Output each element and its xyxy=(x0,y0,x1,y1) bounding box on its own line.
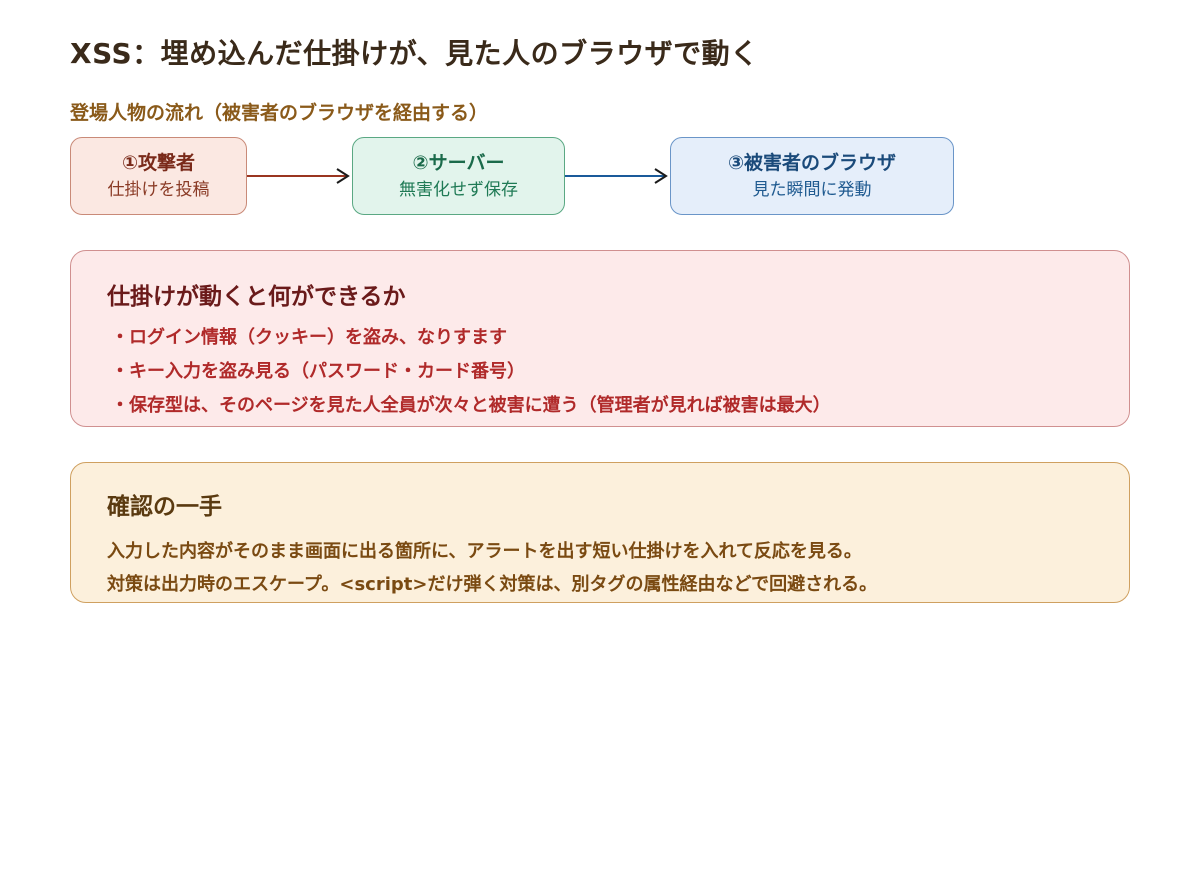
bullet: ・ xyxy=(111,395,129,416)
server-node-sub: 無害化せず保存 xyxy=(399,180,518,200)
tip-line: 入力した内容がそのまま画面に出る箇所に、アラートを出す短い仕掛けを入れて反応を見… xyxy=(107,541,862,562)
tip-line: 対策は出力時のエスケープ。<script>だけ弾く対策は、別タグの属性経由などで… xyxy=(107,574,878,595)
victim-browser-node: ③被害者のブラウザ 見た瞬間に発動 xyxy=(670,137,954,215)
list-item: ・ログイン情報（クッキー）を盗み、なりすます xyxy=(111,321,831,355)
list-item: ・キー入力を盗み見る（パスワード・カード番号） xyxy=(111,355,831,389)
attacker-node-title: ①攻撃者 xyxy=(121,152,196,174)
tip-heading: 確認の一手 xyxy=(107,494,222,520)
bullet: ・ xyxy=(111,361,129,382)
server-node: ②サーバー 無害化せず保存 xyxy=(352,137,565,215)
impact-item-text: 保存型は、そのページを見た人全員が次々と被害に遭う（管理者が見れば被害は最大） xyxy=(129,395,831,416)
list-item: ・保存型は、そのページを見た人全員が次々と被害に遭う（管理者が見れば被害は最大） xyxy=(111,389,831,423)
impact-heading: 仕掛けが動くと何ができるか xyxy=(107,284,406,310)
tip-panel: 確認の一手 入力した内容がそのまま画面に出る箇所に、アラートを出す短い仕掛けを入… xyxy=(70,462,1130,603)
arrow-server-to-victim xyxy=(565,168,668,184)
victim-browser-node-sub: 見た瞬間に発動 xyxy=(752,180,872,200)
impact-item-text: ログイン情報（クッキー）を盗み、なりすます xyxy=(129,327,507,348)
impact-list: ・ログイン情報（クッキー）を盗み、なりすます ・キー入力を盗み見る（パスワード・… xyxy=(111,321,831,423)
attacker-node-sub: 仕掛けを投稿 xyxy=(107,180,210,200)
page-title: XSS：埋め込んだ仕掛けが、見た人のブラウザで動く xyxy=(70,37,759,70)
impact-item-text: キー入力を盗み見る（パスワード・カード番号） xyxy=(129,361,525,382)
impact-panel: 仕掛けが動くと何ができるか ・ログイン情報（クッキー）を盗み、なりすます ・キー… xyxy=(70,250,1130,427)
attacker-node: ①攻撃者 仕掛けを投稿 xyxy=(70,137,247,215)
flow-heading: 登場人物の流れ（被害者のブラウザを経由する） xyxy=(70,102,489,124)
arrow-attacker-to-server xyxy=(247,168,350,184)
server-node-title: ②サーバー xyxy=(412,152,505,174)
victim-browser-node-title: ③被害者のブラウザ xyxy=(727,152,897,174)
tip-body: 入力した内容がそのまま画面に出る箇所に、アラートを出す短い仕掛けを入れて反応を見… xyxy=(107,535,877,601)
bullet: ・ xyxy=(111,327,129,348)
